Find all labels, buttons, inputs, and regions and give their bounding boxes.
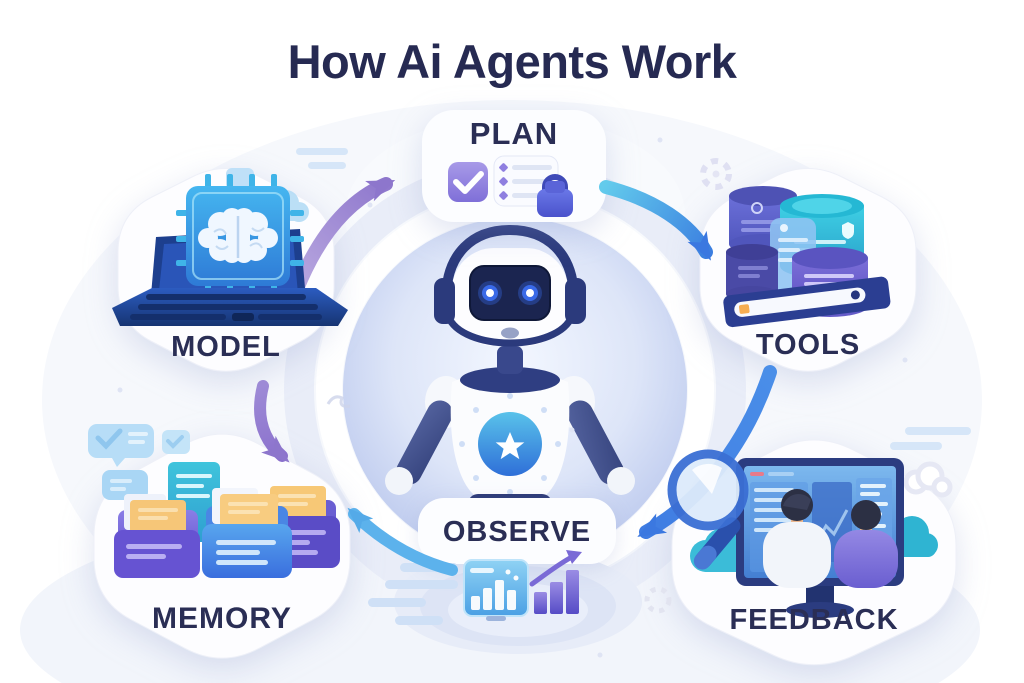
arrow-model-to-memory [254, 380, 290, 463]
arrow-observe-to-memory [347, 507, 458, 576]
memory-folders-icon [88, 424, 340, 578]
lock-icon [537, 174, 573, 217]
tools-label: TOOLS [755, 329, 861, 361]
gear-outline-icon [700, 158, 732, 190]
observe-label: OBSERVE [442, 516, 592, 548]
speech-bubble-icon [162, 430, 190, 454]
person [834, 500, 898, 588]
folder-icon [114, 494, 200, 578]
plan-label: PLAN [469, 116, 559, 151]
analytics-charts-icon [463, 550, 582, 621]
people-monitor-magnifier-icon [667, 449, 938, 618]
brain-icon [198, 208, 278, 263]
model-label: MODEL [171, 331, 281, 363]
ai-robot-icon [385, 224, 635, 558]
flow-arrows [254, 177, 777, 576]
search-bar-platform [723, 276, 891, 328]
cloud-outline-icon [903, 461, 953, 498]
observe-card [418, 498, 616, 564]
arrow-plan-to-tools [599, 180, 713, 261]
dash-decoration [296, 148, 971, 450]
squiggle-decoration [326, 395, 351, 408]
robot-eyes [478, 281, 542, 305]
laptop-brain-icon [112, 168, 348, 326]
dot-sparkles [117, 137, 908, 658]
growth-chart-icon [529, 550, 582, 614]
arrow-model-to-plan [290, 177, 396, 296]
decorations [117, 137, 971, 658]
robot-star-badge [459, 393, 561, 495]
speech-bubble-icon [88, 424, 154, 467]
folder-icon [202, 488, 292, 578]
tools-database-icon [723, 186, 891, 328]
person [763, 489, 831, 588]
feedback-label: FEEDBACK [729, 604, 899, 636]
keyboard-keys [130, 294, 322, 321]
magnifier-icon [667, 449, 749, 570]
gear-outline-icon [644, 586, 672, 614]
page-title: How Ai Agents Work [287, 35, 737, 88]
memory-label: MEMORY [152, 602, 292, 635]
plan-checklist-icon [448, 155, 573, 217]
